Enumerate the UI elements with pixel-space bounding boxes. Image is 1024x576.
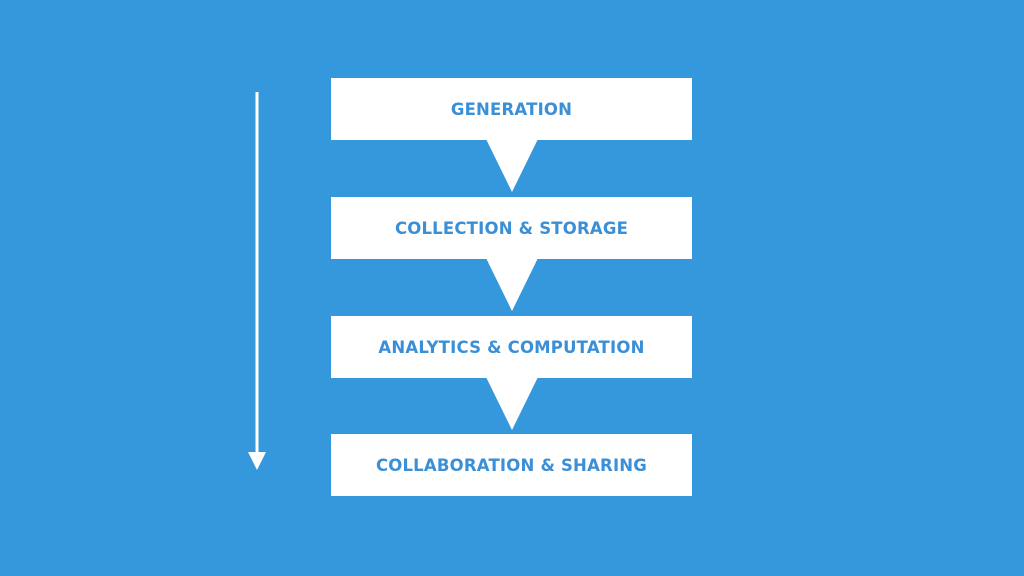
stage-box-collection-storage: COLLECTION & STORAGE [331,197,692,259]
stage-box-analytics-computation: ANALYTICS & COMPUTATION [331,316,692,378]
arrow-down-icon [248,92,266,470]
stage-label-collaboration-sharing: COLLABORATION & SHARING [375,455,648,475]
stage-box-generation: GENERATION [331,78,692,140]
stage-label-generation: GENERATION [450,99,573,119]
stage-label-analytics-computation: ANALYTICS & COMPUTATION [378,337,645,357]
triangle-down-icon [486,258,538,311]
triangle-down-icon [486,377,538,430]
stage-box-collaboration-sharing: COLLABORATION & SHARING [331,434,692,496]
stage-label-collection-storage: COLLECTION & STORAGE [394,218,629,238]
triangle-down-icon [486,139,538,192]
